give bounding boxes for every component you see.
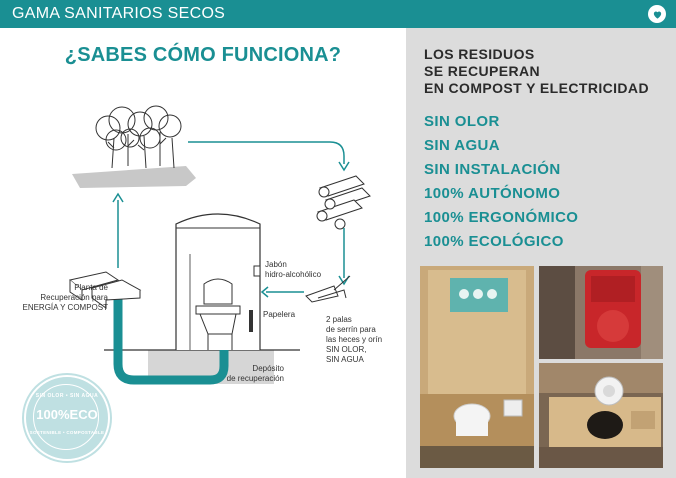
eco-badge: SIN OLOR • SIN AGUA 100%ECO SOSTENIBLE •… xyxy=(24,375,110,461)
badge-bottom-text: SOSTENIBLE • COMPOSTABLE xyxy=(29,430,105,435)
recovery-plant-illustration xyxy=(68,271,142,309)
seat-photo xyxy=(539,363,663,468)
feature-item: 100% ECOLÓGICO xyxy=(424,233,564,250)
trees-illustration xyxy=(95,105,182,169)
toilet-interior-photo xyxy=(420,266,534,468)
feature-item: 100% AUTÓNOMO xyxy=(424,185,561,202)
diagram-panel: ¿SABES CÓMO FUNCIONA? xyxy=(0,28,406,478)
features-list: SIN OLOR SIN AGUA SIN INSTALACIÓN 100% A… xyxy=(424,110,578,254)
dispenser-photo xyxy=(539,266,663,359)
badge-main-text: 100%ECO xyxy=(36,407,98,422)
ground-strip xyxy=(72,166,196,188)
heart-button[interactable] xyxy=(648,5,666,23)
feature-item: SIN OLOR xyxy=(424,113,500,130)
bin xyxy=(249,310,253,332)
process-diagram xyxy=(68,105,371,385)
header-title: GAMA SANITARIOS SECOS xyxy=(12,5,226,22)
features-panel: LOS RESIDUOS SE RECUPERAN EN COMPOST Y E… xyxy=(406,28,676,478)
shovels-label: 2 palas de serrín para las heces y orín … xyxy=(326,315,383,364)
intro-text: LOS RESIDUOS SE RECUPERAN EN COMPOST Y E… xyxy=(424,46,649,96)
bin-label: Papelera xyxy=(263,310,296,319)
page-title: ¿SABES CÓMO FUNCIONA? xyxy=(64,44,342,66)
soap-label: Jabón hidro-alcohólico xyxy=(265,260,322,279)
feature-item: SIN AGUA xyxy=(424,137,500,154)
plant-label: Planta de Recuperación para ENERGÍA Y CO… xyxy=(22,283,108,312)
feature-item: SIN INSTALACIÓN xyxy=(424,161,561,178)
toilet-illustration xyxy=(195,278,241,350)
badge-top-text: SIN OLOR • SIN AGUA xyxy=(35,393,99,399)
feature-item: 100% ERGONÓMICO xyxy=(424,209,579,226)
logs-illustration xyxy=(316,175,371,230)
waste-pipe xyxy=(113,290,229,385)
tank-label: Depósito de recuperación xyxy=(226,364,284,383)
header-bar: GAMA SANITARIOS SECOS xyxy=(0,0,676,28)
heart-icon xyxy=(653,11,661,19)
soap-dispenser xyxy=(253,265,261,277)
shovel-icon xyxy=(305,275,351,303)
arrow-trees-to-logs xyxy=(188,141,345,164)
